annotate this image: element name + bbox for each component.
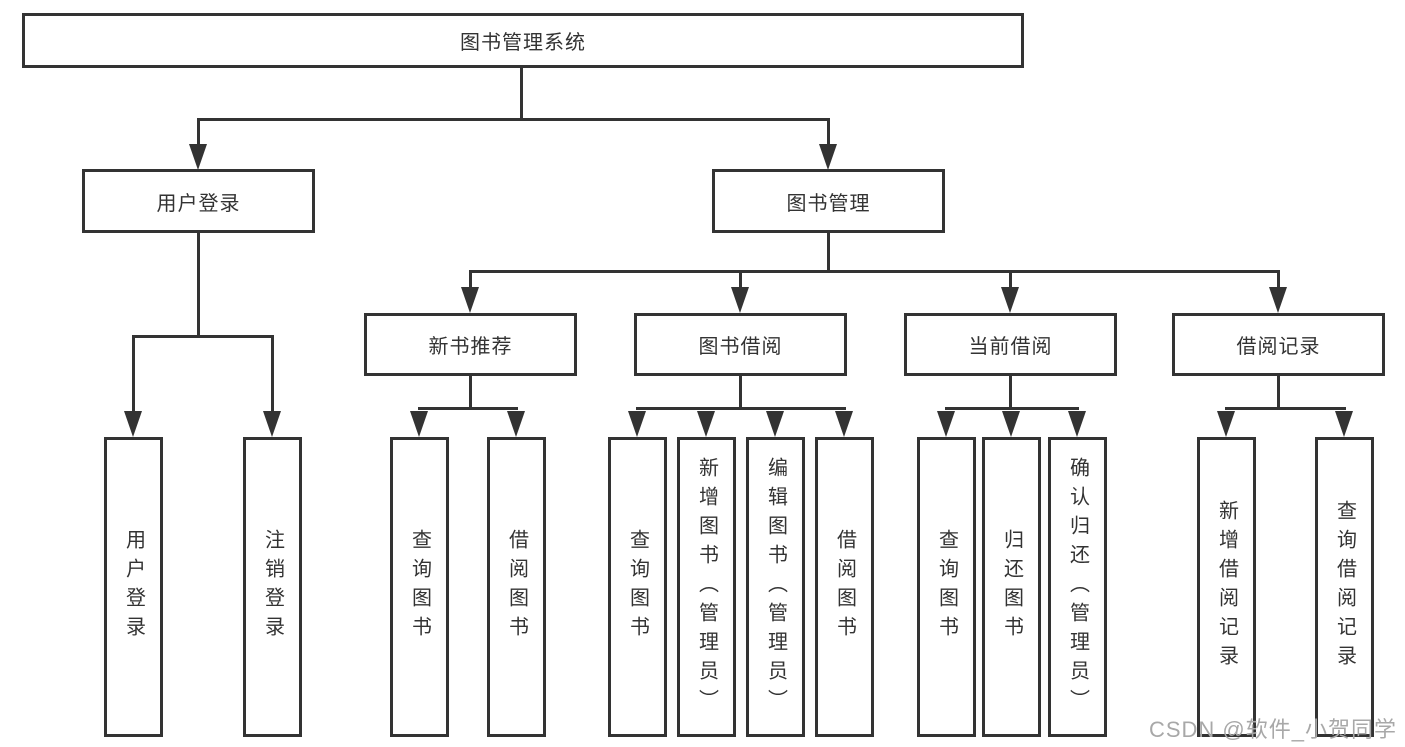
leaf-return-books: 归还图书 <box>982 437 1041 737</box>
leaf-label: 归还图书 <box>1000 529 1023 645</box>
node-library-management-system: 图书管理系统 <box>22 13 1024 68</box>
watermark: CSDN @软件_小贺同学 <box>1148 717 1397 742</box>
leaf-label: 新增图书（管理员） <box>695 456 718 718</box>
leaf-label: 借阅图书 <box>505 529 528 645</box>
node-new-book-recommendation: 新书推荐 <box>364 313 577 376</box>
connector-hline <box>197 118 830 121</box>
leaf-label: 注销登录 <box>261 529 284 645</box>
leaf-add-books-admin: 新增图书（管理员） <box>677 437 736 737</box>
arrowhead-icon <box>1217 411 1235 437</box>
node-book-borrowing: 图书借阅 <box>634 313 847 376</box>
arrowhead-icon <box>1002 411 1020 437</box>
leaf-edit-books-admin: 编辑图书（管理员） <box>746 437 805 737</box>
arrowhead-icon <box>189 144 207 170</box>
leaf-label: 确认归还（管理员） <box>1066 456 1089 718</box>
leaf-borrow-books-recommend: 借阅图书 <box>487 437 546 737</box>
leaf-label: 编辑图书（管理员） <box>764 456 787 718</box>
arrowhead-icon <box>731 287 749 313</box>
leaf-label: 查询图书 <box>935 529 958 645</box>
arrowhead-icon <box>697 411 715 437</box>
connector-vline <box>197 233 200 335</box>
arrowhead-icon <box>628 411 646 437</box>
arrowhead-icon <box>461 287 479 313</box>
arrowhead-icon <box>819 144 837 170</box>
connector-vline <box>827 121 830 146</box>
connector-vline <box>469 273 472 289</box>
arrowhead-icon <box>1335 411 1353 437</box>
node-label: 借阅记录 <box>1236 336 1321 358</box>
connector-vline <box>739 273 742 289</box>
node-label: 用户登录 <box>156 192 241 215</box>
leaf-query-books-borrow: 查询图书 <box>608 437 667 737</box>
node-book-management: 图书管理 <box>712 169 945 233</box>
connector-vline <box>739 376 742 407</box>
arrowhead-icon <box>766 411 784 437</box>
leaf-add-borrow-record: 新增借阅记录 <box>1197 437 1256 737</box>
leaf-label: 用户登录 <box>122 529 145 645</box>
node-user-login: 用户登录 <box>82 169 315 233</box>
arrowhead-icon <box>835 411 853 437</box>
arrowhead-icon <box>1068 411 1086 437</box>
arrowhead-icon <box>937 411 955 437</box>
leaf-label: 查询借阅记录 <box>1333 500 1356 674</box>
connector-hline <box>1225 407 1346 410</box>
connector-vline <box>197 121 200 146</box>
leaf-label: 查询图书 <box>408 529 431 645</box>
connector-vline <box>520 68 523 118</box>
connector-vline <box>1277 273 1280 289</box>
arrowhead-icon <box>410 411 428 437</box>
leaf-label: 查询图书 <box>626 529 649 645</box>
connector-vline <box>1009 376 1012 407</box>
node-current-borrowing: 当前借阅 <box>904 313 1117 376</box>
connector-hline <box>132 335 274 338</box>
leaf-borrow-books: 借阅图书 <box>815 437 874 737</box>
node-label: 图书管理系统 <box>460 32 586 54</box>
node-label: 图书管理 <box>786 192 871 215</box>
leaf-user-login: 用户登录 <box>104 437 163 737</box>
connector-hline <box>636 407 846 410</box>
connector-hline <box>469 270 1280 273</box>
connector-vline <box>132 338 135 413</box>
node-label: 新书推荐 <box>428 336 513 358</box>
connector-vline <box>1277 376 1280 407</box>
arrowhead-icon <box>507 411 525 437</box>
leaf-query-books-recommend: 查询图书 <box>390 437 449 737</box>
connector-vline <box>827 233 830 270</box>
arrowhead-icon <box>263 411 281 437</box>
leaf-query-borrow-record: 查询借阅记录 <box>1315 437 1374 737</box>
arrowhead-icon <box>1001 287 1019 313</box>
connector-hline <box>945 407 1079 410</box>
node-label: 图书借阅 <box>698 336 783 358</box>
node-borrowing-records: 借阅记录 <box>1172 313 1385 376</box>
connector-vline <box>469 376 472 407</box>
node-label: 当前借阅 <box>968 336 1053 358</box>
leaf-logout: 注销登录 <box>243 437 302 737</box>
leaf-label: 新增借阅记录 <box>1215 500 1238 674</box>
connector-vline <box>1009 273 1012 289</box>
leaf-confirm-return-admin: 确认归还（管理员） <box>1048 437 1107 737</box>
leaf-query-books-current: 查询图书 <box>917 437 976 737</box>
connector-hline <box>418 407 518 410</box>
arrowhead-icon <box>124 411 142 437</box>
arrowhead-icon <box>1269 287 1287 313</box>
leaf-label: 借阅图书 <box>833 529 856 645</box>
connector-vline <box>271 338 274 413</box>
